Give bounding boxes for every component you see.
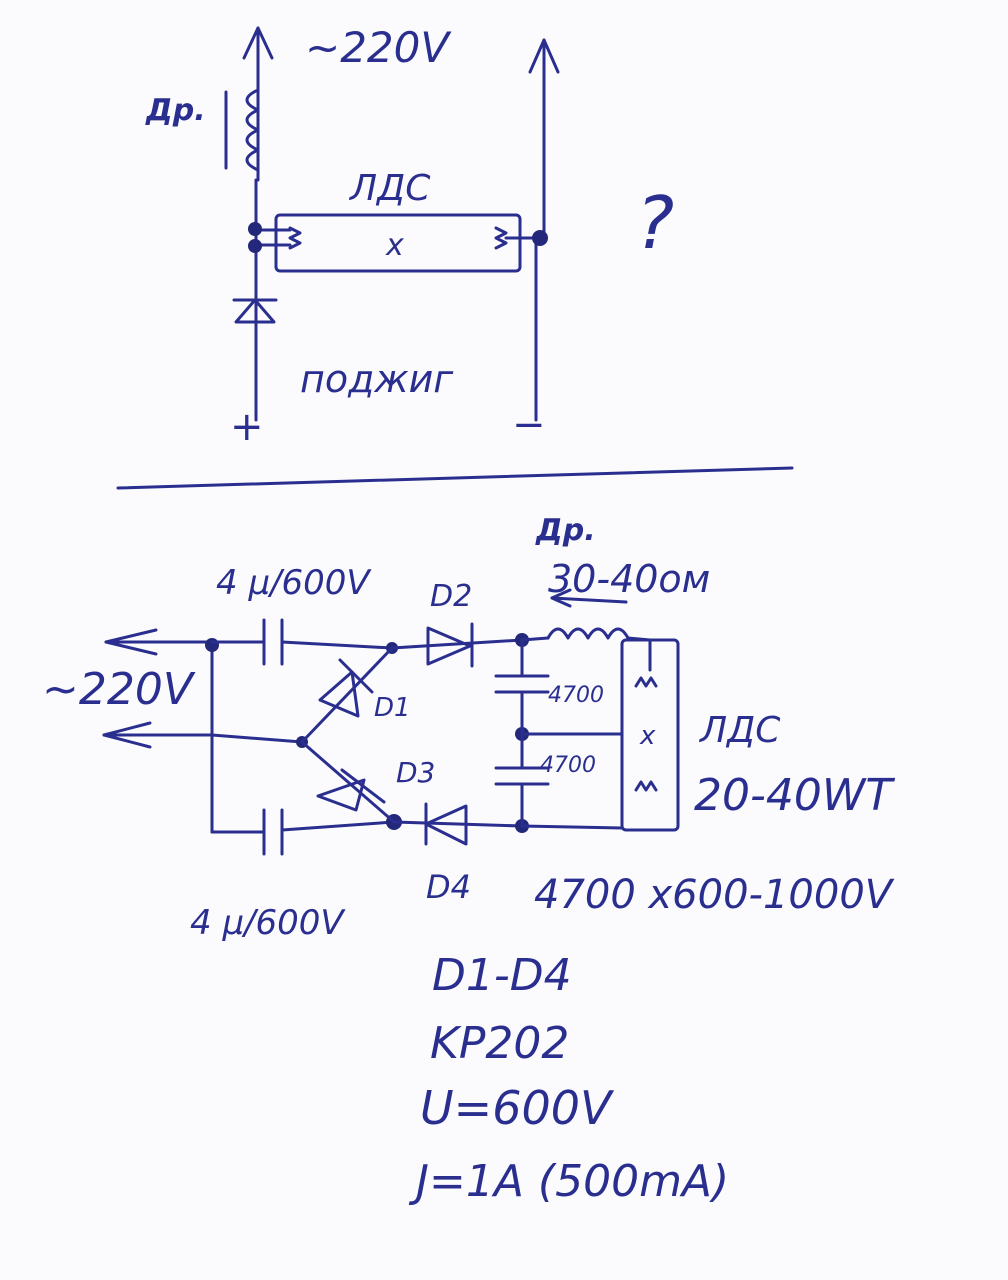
d4-triangle bbox=[424, 804, 468, 846]
plus-label: + bbox=[230, 404, 264, 450]
cap-top-wire-right bbox=[280, 640, 394, 650]
input-arrow-bottom bbox=[102, 721, 152, 749]
input-arrow-top bbox=[104, 628, 158, 656]
bottom-choke-coil bbox=[546, 627, 630, 640]
cap-bottom-label: 4 µ/600V bbox=[190, 903, 346, 943]
bottom-to-lamp-wire bbox=[520, 824, 624, 830]
cap-spec-label: 4700 x600-1000V bbox=[534, 872, 895, 918]
lamp-filament-right bbox=[494, 226, 508, 250]
d3-bar bbox=[340, 768, 386, 804]
spec-line: J=1A (500mA) bbox=[408, 1156, 729, 1207]
top-lamp-mark: x bbox=[385, 228, 404, 263]
bottom-lamp-filament-top bbox=[634, 676, 658, 688]
specs-block: D1-D4 KP202 U=600V J=1A (500mA) bbox=[408, 950, 729, 1207]
d1-label: D1 bbox=[374, 693, 411, 723]
choke-wire-left bbox=[520, 636, 550, 642]
d1-bar bbox=[338, 658, 374, 694]
node-top-left-1 bbox=[248, 222, 262, 236]
bottom-circuit: 4 µ/600V 4 µ/600V ~220V D1 D2 D3 D4 Др. … bbox=[42, 513, 895, 943]
top-lamp-label: ЛДС bbox=[348, 168, 431, 209]
spec-line: U=600V bbox=[420, 1081, 615, 1135]
bottom-lamp-filament-bottom bbox=[634, 780, 658, 792]
choke-value-label: 30-40ом bbox=[548, 557, 710, 601]
d2-label: D2 bbox=[430, 579, 472, 614]
cap-bottom-wire-right bbox=[280, 820, 396, 832]
d4-wire bbox=[392, 820, 524, 828]
bottom-voltage-label: ~220V bbox=[42, 664, 196, 715]
top-choke-label: Др. bbox=[145, 93, 206, 128]
left-arrow bbox=[242, 26, 274, 60]
d2-triangle bbox=[426, 626, 472, 666]
d3-triangle bbox=[316, 778, 366, 812]
node-top-right bbox=[532, 230, 548, 246]
spec-line: KP202 bbox=[430, 1018, 569, 1069]
top-circuit: ~220V Др. ЛДС x ? поджиг + − bbox=[145, 23, 674, 450]
choke-inductor bbox=[245, 88, 260, 172]
lamp-tube bbox=[274, 213, 522, 273]
d4-label: D4 bbox=[426, 868, 471, 906]
bottom-lamp-mark: x bbox=[639, 721, 656, 751]
bottom-lamp-label: ЛДС bbox=[698, 710, 781, 751]
choke-value-arrow bbox=[550, 596, 628, 604]
lamp-filament-left bbox=[288, 226, 302, 250]
bottom-choke-label: Др. bbox=[535, 513, 596, 548]
node-top-left-2 bbox=[248, 239, 262, 253]
d3-wire bbox=[300, 740, 396, 824]
spec-line: D1-D4 bbox=[432, 950, 572, 1001]
node-input bbox=[205, 638, 219, 652]
d1-wire bbox=[300, 646, 394, 744]
c2-label: 4700 bbox=[540, 753, 596, 778]
cap-top-label: 4 µ/600V bbox=[216, 563, 372, 603]
ac-to-bridge-wire bbox=[210, 733, 304, 744]
section-divider bbox=[116, 466, 794, 490]
question-mark: ? bbox=[636, 181, 674, 265]
right-arrow bbox=[528, 38, 560, 74]
choke-value-arrowhead bbox=[550, 588, 572, 608]
minus-label: − bbox=[512, 402, 546, 448]
d2-wire bbox=[390, 638, 524, 650]
d1-triangle bbox=[318, 670, 360, 718]
top-diode-triangle bbox=[234, 298, 276, 324]
ignition-label: поджиг bbox=[300, 357, 454, 401]
d3-label: D3 bbox=[396, 756, 435, 789]
lamp-power-label: 20-40WT bbox=[694, 770, 895, 821]
c1-label: 4700 bbox=[548, 683, 604, 708]
top-voltage-label: ~220V bbox=[305, 23, 452, 72]
